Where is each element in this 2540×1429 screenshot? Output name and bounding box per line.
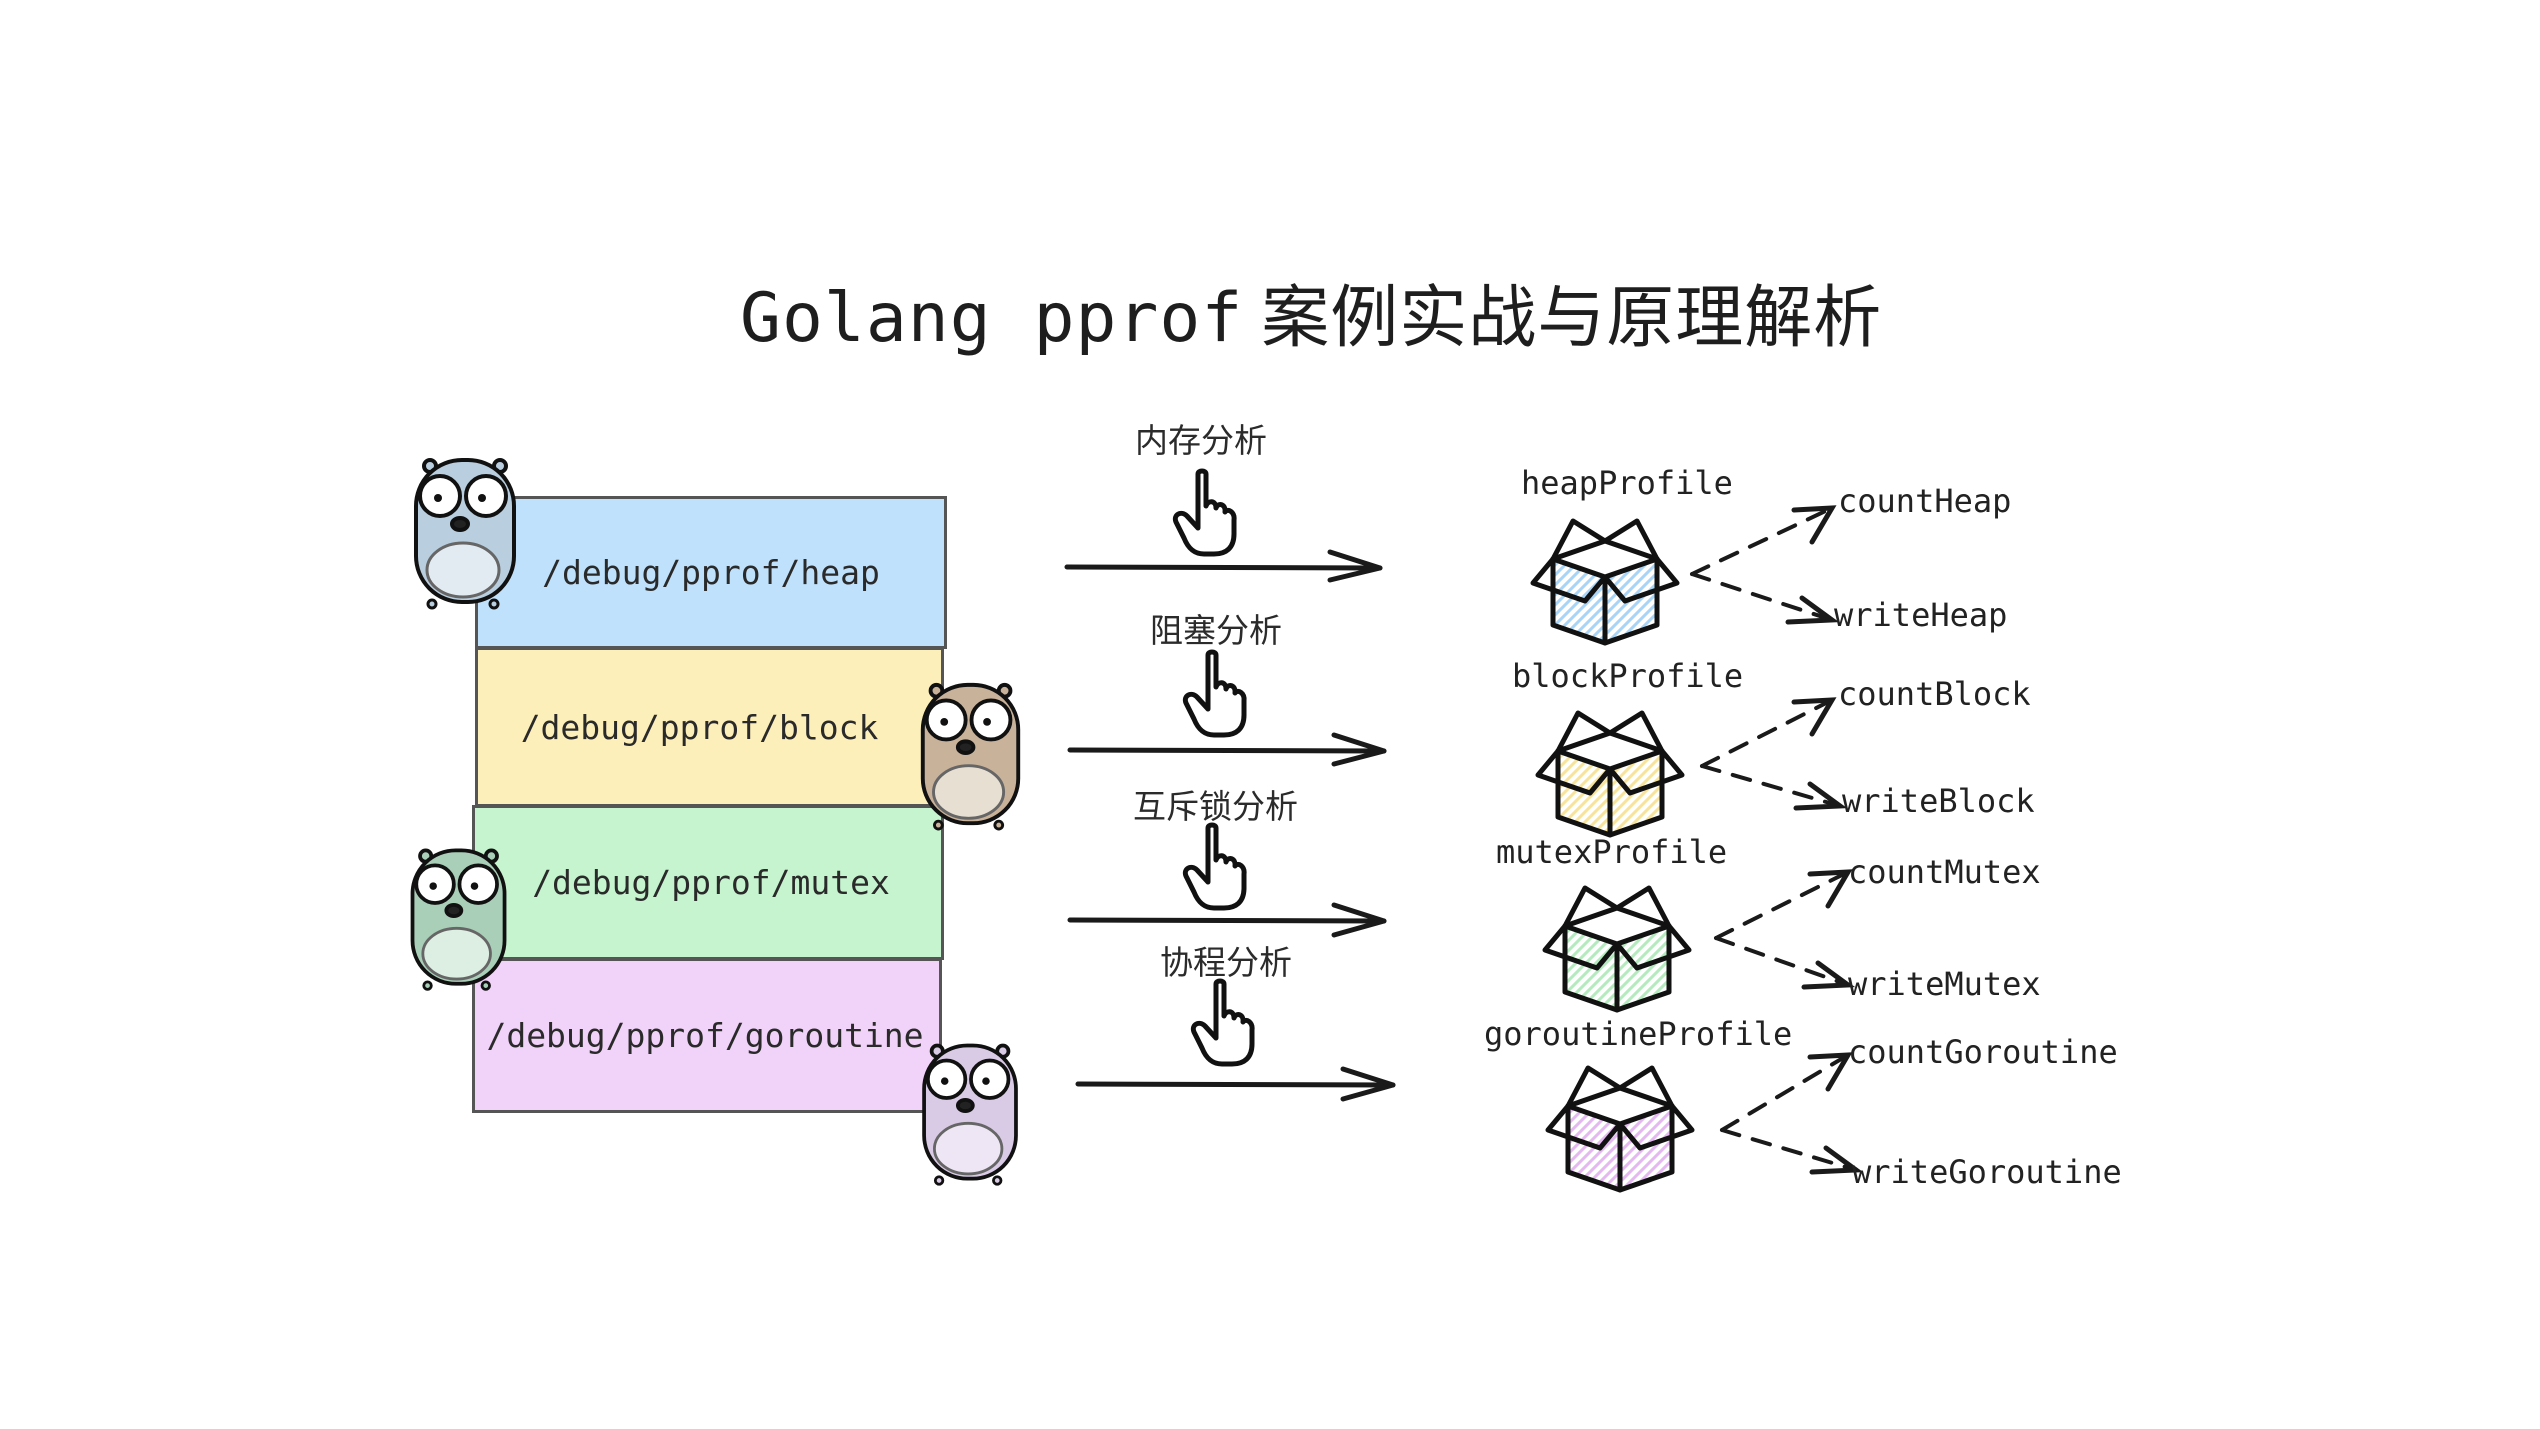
pointing-hand-icon bbox=[1190, 978, 1255, 1067]
dashed-arrow-count bbox=[1720, 1052, 1853, 1132]
title-chinese: 案例实战与原理解析 bbox=[1261, 279, 1883, 358]
arrow-line bbox=[1064, 564, 1383, 571]
goroutine-profile-box-icon bbox=[1545, 1065, 1695, 1193]
dashed-arrow-write bbox=[1720, 1128, 1864, 1175]
endpoint-block: /debug/pprof/block bbox=[475, 647, 944, 807]
gopher-nose bbox=[955, 1098, 975, 1113]
arrow-line bbox=[1067, 917, 1387, 924]
pointing-hand-icon bbox=[1172, 468, 1237, 557]
gopher-nose bbox=[444, 902, 464, 918]
dashed-arrow-count bbox=[1700, 697, 1837, 768]
analysis-label-mutex: 互斥锁分析 bbox=[1133, 787, 1298, 826]
analysis-label-memory: 内存分析 bbox=[1135, 421, 1267, 460]
profile-name-heap: heapProfile bbox=[1521, 464, 1733, 502]
dashed-arrow-count bbox=[1690, 505, 1837, 576]
arrow-line bbox=[1067, 747, 1387, 754]
block-profile-box-icon bbox=[1535, 710, 1685, 838]
analysis-label-block: 阻塞分析 bbox=[1150, 611, 1282, 650]
profile-name-block: blockProfile bbox=[1512, 657, 1744, 695]
green-gopher-icon bbox=[410, 848, 507, 991]
gopher-belly bbox=[932, 764, 1006, 820]
arrow-head bbox=[1340, 1066, 1396, 1102]
endpoint-label: /debug/pprof/mutex bbox=[532, 863, 890, 902]
dashed-arrow-write bbox=[1714, 936, 1856, 990]
method-write-heap: writeHeap bbox=[1834, 596, 2008, 634]
gopher-belly bbox=[421, 926, 492, 981]
gopher-eye bbox=[464, 474, 508, 518]
gopher-belly bbox=[425, 541, 501, 599]
method-write-block: writeBlock bbox=[1842, 782, 2035, 820]
purple-gopher-icon bbox=[922, 1043, 1018, 1186]
pointing-hand-icon bbox=[1182, 822, 1247, 911]
profile-name-mutex: mutexProfile bbox=[1496, 833, 1728, 871]
gopher-nose bbox=[955, 739, 976, 755]
gopher-eye bbox=[457, 863, 499, 905]
method-write-goroutine: writeGoroutine bbox=[1852, 1153, 2122, 1191]
gopher-nose bbox=[450, 516, 470, 532]
method-count-block: countBlock bbox=[1838, 675, 2031, 713]
arrow-head bbox=[1327, 549, 1383, 583]
method-write-mutex: writeMutex bbox=[1848, 965, 2041, 1003]
dashed-arrow-write bbox=[1690, 572, 1840, 625]
profile-name-goroutine: goroutineProfile bbox=[1484, 1015, 1793, 1053]
arrow-head bbox=[1331, 902, 1387, 938]
endpoint-label: /debug/pprof/block bbox=[520, 707, 879, 747]
endpoint-label: /debug/pprof/goroutine bbox=[486, 1016, 924, 1055]
heap-profile-box-icon bbox=[1530, 518, 1680, 646]
mutex-profile-box-icon bbox=[1542, 885, 1692, 1013]
endpoint-label: /debug/pprof/heap bbox=[542, 553, 880, 592]
dashed-arrow-write bbox=[1700, 764, 1848, 811]
title-latin: Golang pprof bbox=[740, 279, 1244, 358]
method-count-heap: countHeap bbox=[1838, 482, 2012, 520]
brown-gopher-icon bbox=[920, 682, 1021, 831]
gopher-eye bbox=[969, 698, 1013, 742]
method-count-goroutine: countGoroutine bbox=[1848, 1033, 2118, 1071]
method-count-mutex: countMutex bbox=[1848, 853, 2041, 891]
blue-gopher-icon bbox=[414, 458, 516, 610]
endpoint-goroutine: /debug/pprof/goroutine bbox=[472, 958, 942, 1113]
gopher-belly bbox=[933, 1121, 1004, 1176]
analysis-label-goroutine: 协程分析 bbox=[1160, 943, 1292, 982]
dashed-arrow-count bbox=[1714, 869, 1853, 940]
gopher-eye bbox=[969, 1058, 1011, 1100]
arrow-head bbox=[1331, 732, 1387, 767]
arrow-line bbox=[1075, 1081, 1396, 1088]
pointing-hand-icon bbox=[1182, 649, 1247, 738]
